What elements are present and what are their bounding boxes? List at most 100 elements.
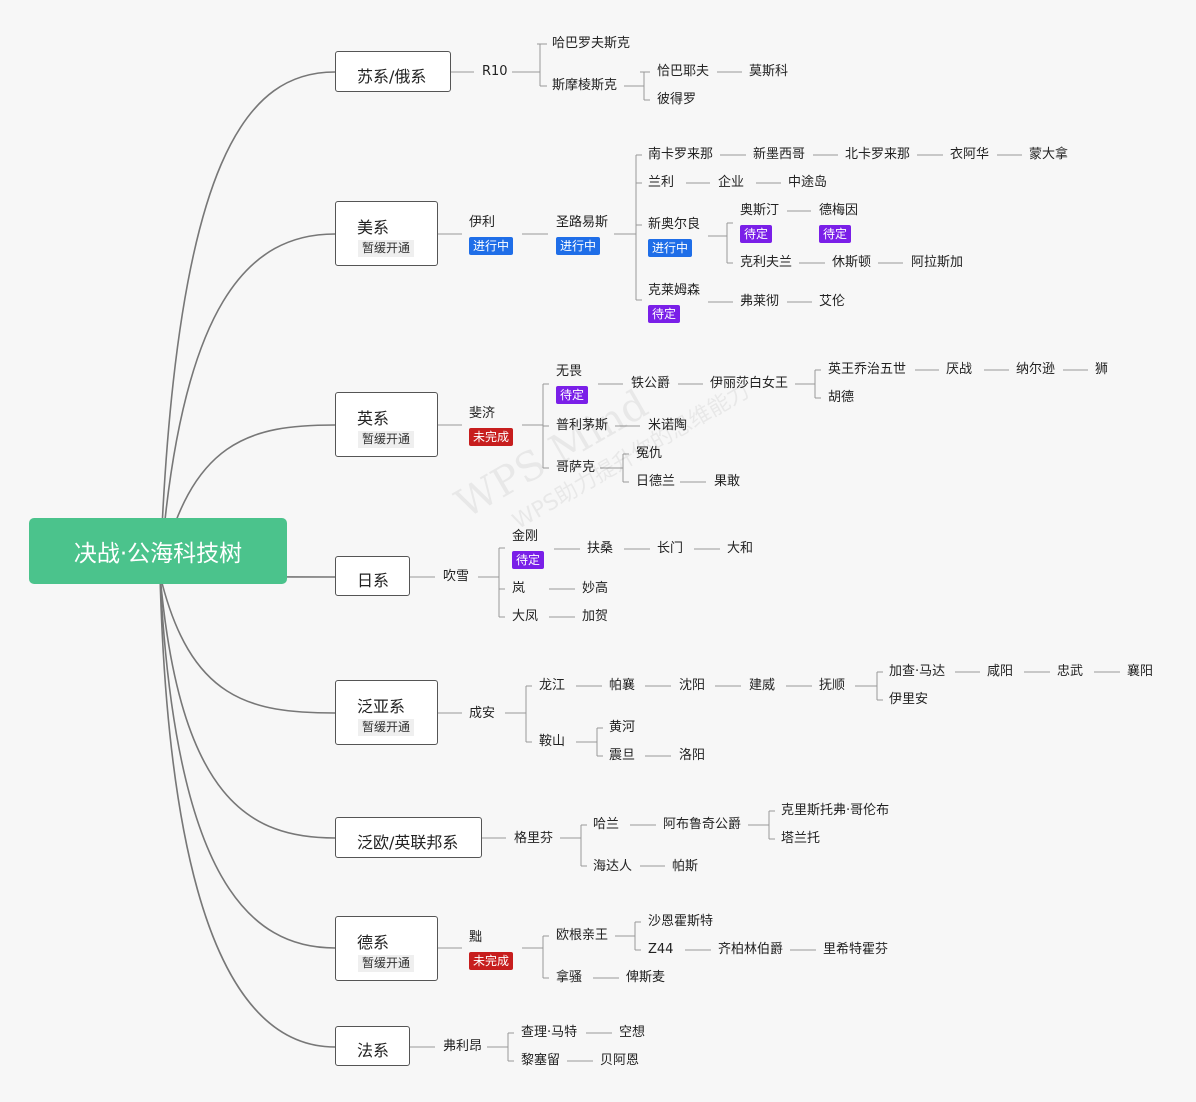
tech-node[interactable]: 妙高 — [582, 581, 609, 596]
tech-node[interactable]: 哈巴罗夫斯克 — [552, 36, 631, 51]
tech-node[interactable]: 吹雪 — [443, 569, 470, 584]
tech-node[interactable]: 塔兰托 — [781, 831, 821, 846]
tech-node[interactable]: 大凤 — [512, 609, 539, 624]
branch-de[interactable]: 德系 暂缓开通 — [335, 916, 438, 981]
tech-node[interactable]: 新奥尔良 — [648, 217, 701, 232]
tech-node[interactable]: 彼得罗 — [657, 92, 697, 107]
status-badge: 暂缓开通 — [358, 719, 415, 736]
tech-node[interactable]: 中途岛 — [788, 175, 828, 190]
tech-node[interactable]: 果敢 — [714, 474, 741, 489]
tech-node[interactable]: 震旦 — [609, 748, 636, 763]
branch-label: 泛欧/英联邦系 — [357, 833, 459, 852]
status-badge: 暂缓开通 — [358, 240, 415, 257]
tech-node[interactable]: 齐柏林伯爵 — [718, 942, 784, 957]
tech-node[interactable]: 米诺陶 — [648, 418, 688, 433]
tech-node[interactable]: 德梅因 — [819, 203, 859, 218]
tech-node[interactable]: 加贺 — [582, 609, 609, 624]
tech-node[interactable]: 日德兰 — [636, 474, 676, 489]
tech-node[interactable]: 黎塞留 — [521, 1053, 561, 1068]
tech-node[interactable]: 贝阿恩 — [600, 1053, 640, 1068]
tech-node[interactable]: 沈阳 — [679, 678, 706, 693]
tech-node[interactable]: 加查·马达 — [889, 664, 946, 679]
status-badge: 暂缓开通 — [358, 955, 415, 972]
tech-node[interactable]: 铁公爵 — [631, 376, 671, 391]
tech-node[interactable]: 蒙大拿 — [1029, 147, 1069, 162]
tech-node[interactable]: 厌战 — [946, 362, 973, 377]
tech-node[interactable]: 圣路易斯 — [556, 215, 609, 230]
tech-node[interactable]: 黜 — [469, 930, 483, 945]
branch-pa[interactable]: 泛亚系 暂缓开通 — [335, 680, 438, 745]
tech-node[interactable]: 奥斯汀 — [740, 203, 780, 218]
tech-node[interactable]: 北卡罗来那 — [845, 147, 911, 162]
tech-node[interactable]: 莫斯科 — [749, 64, 789, 79]
branch-fr[interactable]: 法系 — [335, 1026, 410, 1066]
tech-node[interactable]: 黄河 — [609, 720, 636, 735]
tech-node[interactable]: 金刚 — [512, 529, 539, 544]
tech-node[interactable]: 休斯顿 — [832, 255, 872, 270]
tech-node[interactable]: 克里斯托弗·哥伦布 — [781, 803, 890, 818]
tech-node[interactable]: 建威 — [749, 678, 776, 693]
tech-node[interactable]: 弗利昂 — [443, 1039, 483, 1054]
tech-node[interactable]: 抚顺 — [819, 678, 846, 693]
tech-node[interactable]: 扶桑 — [587, 541, 614, 556]
tech-node[interactable]: 洛阳 — [679, 748, 706, 763]
tech-node[interactable]: 无畏 — [556, 364, 583, 379]
tech-node[interactable]: 沙恩霍斯特 — [648, 914, 714, 929]
tech-node[interactable]: 俾斯麦 — [626, 970, 666, 985]
tech-node[interactable]: 衣阿华 — [950, 147, 990, 162]
tech-node[interactable]: 兰利 — [648, 175, 675, 190]
tech-node[interactable]: 狮 — [1095, 362, 1109, 377]
tech-node[interactable]: 企业 — [718, 175, 745, 190]
tech-node[interactable]: 空想 — [619, 1025, 646, 1040]
tech-node[interactable]: 阿拉斯加 — [911, 255, 964, 270]
tech-node[interactable]: 艾伦 — [819, 294, 846, 309]
tech-node[interactable]: 南卡罗来那 — [648, 147, 714, 162]
tech-node[interactable]: 大和 — [727, 541, 754, 556]
tech-node[interactable]: 鞍山 — [539, 734, 566, 749]
tech-node[interactable]: 新墨西哥 — [753, 147, 806, 162]
tech-node[interactable]: 长门 — [657, 541, 684, 556]
tech-node[interactable]: R10 — [482, 64, 508, 79]
tech-node[interactable]: 龙江 — [539, 678, 566, 693]
tech-node[interactable]: 帕斯 — [672, 859, 699, 874]
tech-node[interactable]: 襄阳 — [1127, 664, 1154, 679]
tech-node[interactable]: 恰巴耶夫 — [657, 64, 710, 79]
tech-node[interactable]: 帕襄 — [609, 678, 636, 693]
tech-node[interactable]: 斯摩棱斯克 — [552, 78, 618, 93]
tech-node[interactable]: 哈兰 — [593, 817, 620, 832]
tech-node[interactable]: 拿骚 — [556, 970, 583, 985]
tech-node[interactable]: 里希特霍芬 — [823, 942, 889, 957]
tech-node[interactable]: 斐济 — [469, 406, 496, 421]
tech-node[interactable]: 查理·马特 — [521, 1025, 578, 1040]
branch-uk[interactable]: 英系 暂缓开通 — [335, 392, 438, 457]
branch-eu[interactable]: 泛欧/英联邦系 — [335, 817, 482, 858]
tech-node[interactable]: 冤仇 — [636, 446, 663, 461]
tech-node[interactable]: 哥萨克 — [556, 460, 596, 475]
tech-node[interactable]: 咸阳 — [987, 664, 1014, 679]
tech-node[interactable]: 格里芬 — [514, 831, 554, 846]
tech-node[interactable]: 阿布鲁奇公爵 — [663, 817, 742, 832]
tech-node[interactable]: 伊里安 — [889, 692, 929, 707]
tech-node[interactable]: 克利夫兰 — [740, 255, 793, 270]
tech-node[interactable]: 英王乔治五世 — [828, 362, 907, 377]
branch-us[interactable]: 美系 暂缓开通 — [335, 201, 438, 266]
tech-node[interactable]: 伊利 — [469, 215, 496, 230]
tech-node[interactable]: 海达人 — [593, 859, 633, 874]
tech-node[interactable]: Z44 — [648, 942, 674, 957]
tech-node[interactable]: 岚 — [512, 581, 526, 596]
tech-node[interactable]: 成安 — [469, 706, 496, 721]
tech-node[interactable]: 纳尔逊 — [1016, 362, 1056, 377]
tech-node[interactable]: 伊丽莎白女王 — [710, 376, 789, 391]
tech-node[interactable]: 普利茅斯 — [556, 418, 609, 433]
status-badge: 待定 — [512, 551, 545, 569]
tech-node[interactable]: 忠武 — [1057, 664, 1084, 679]
tech-node[interactable]: 克莱姆森 — [648, 283, 701, 298]
branch-label: 泛亚系 — [357, 697, 406, 716]
tech-node[interactable]: 弗莱彻 — [740, 294, 780, 309]
root-node[interactable]: 决战·公海科技树 — [29, 518, 287, 584]
tech-node[interactable]: 欧根亲王 — [556, 928, 609, 943]
branch-su[interactable]: 苏系/俄系 — [335, 51, 451, 92]
tech-node[interactable]: 胡德 — [828, 390, 855, 405]
branch-jp[interactable]: 日系 — [335, 556, 410, 596]
